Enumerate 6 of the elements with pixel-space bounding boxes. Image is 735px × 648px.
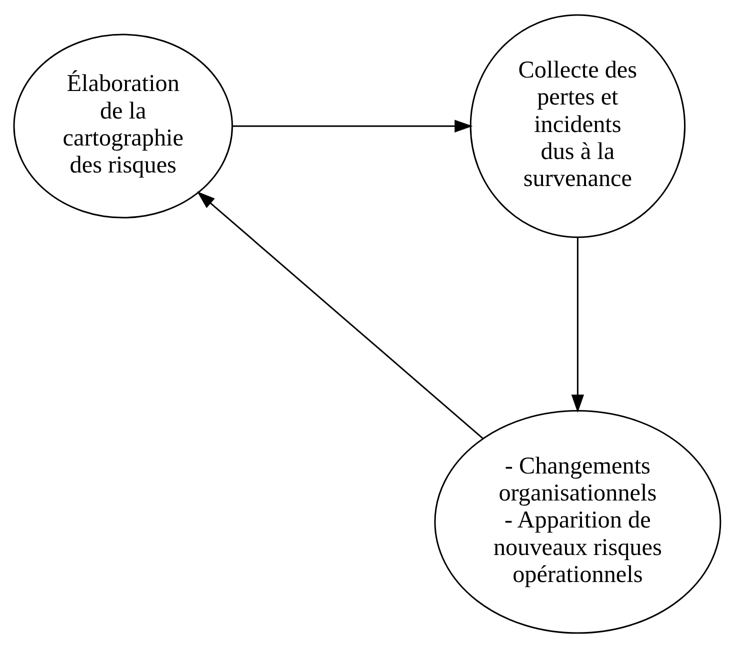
arrow — [232, 120, 473, 132]
node-circle: Collecte des pertes et incidents dus à la survenance — [470, 14, 686, 238]
node-ellipse: Élaboration de la cartographie des risques — [13, 34, 233, 218]
arrow — [196, 191, 484, 440]
node-ellipse: - Changements organisationnels - Apparition de nouveaux risques opérationnels — [434, 410, 722, 634]
arrow — [571, 238, 584, 413]
